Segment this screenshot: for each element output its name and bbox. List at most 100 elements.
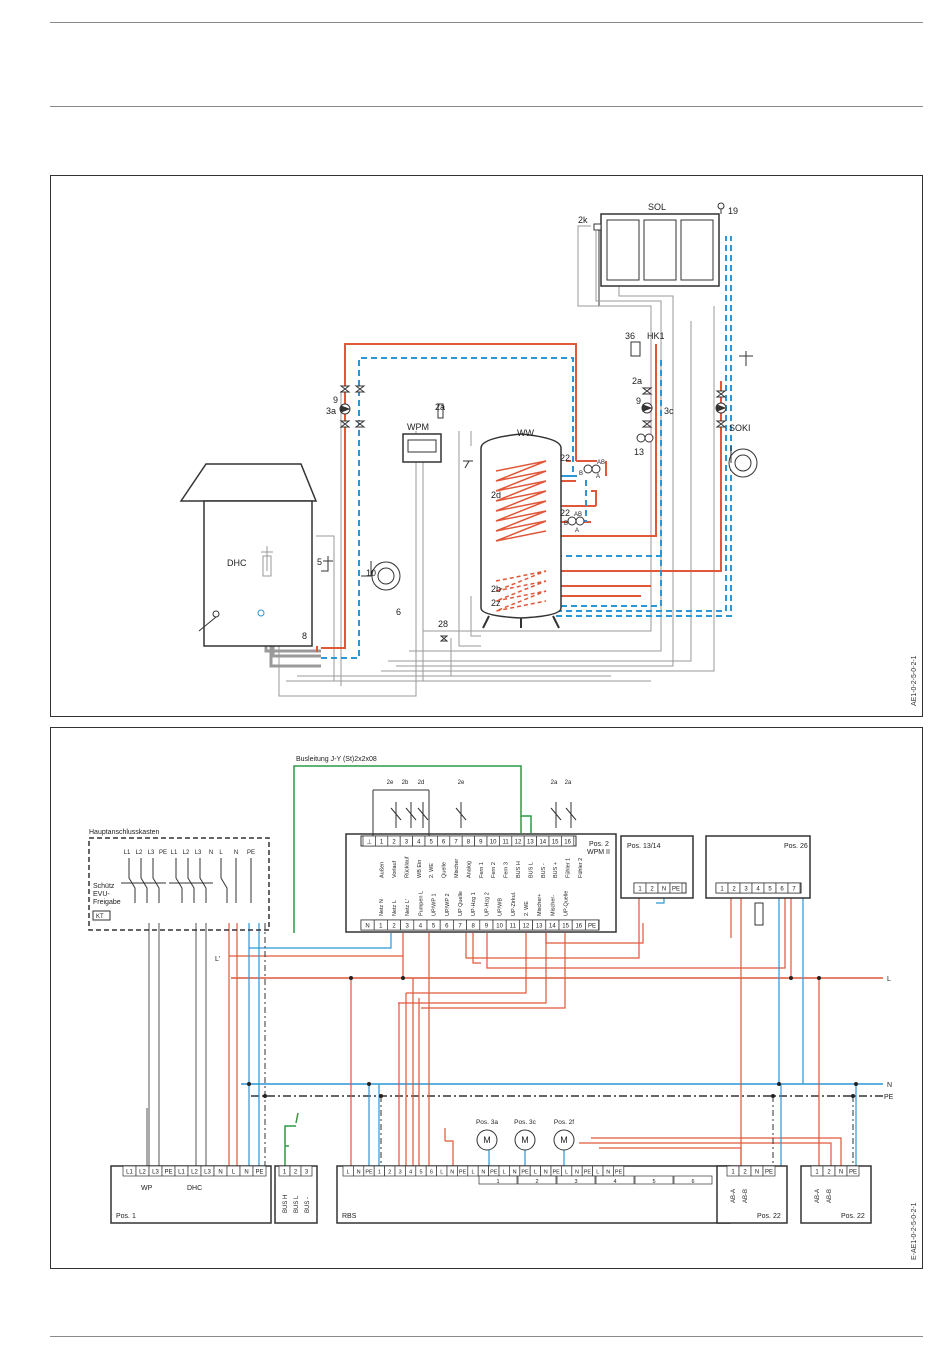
wpm-bottom-terminal[interactable]: 1 (379, 924, 383, 930)
dhc-unit[interactable] (179, 463, 318, 647)
pos-22-b-terminal[interactable]: 2 (827, 1170, 831, 1176)
rbs-terminal[interactable]: PE (553, 1170, 561, 1176)
pumps[interactable] (339, 402, 727, 415)
wpm-top-terminal[interactable]: 3 (405, 840, 409, 846)
wpm-top-terminal[interactable]: 7 (454, 840, 458, 846)
bus-cable[interactable] (284, 765, 532, 1166)
main-junction-box[interactable] (88, 837, 270, 931)
pos-22-a-terminal[interactable]: PE (765, 1170, 773, 1176)
pos-1-terminal[interactable]: N (218, 1170, 222, 1176)
wpm-top-terminal[interactable]: 2 (392, 840, 396, 846)
pos-13-14-terminal[interactable]: N (662, 887, 666, 893)
mixing-valves[interactable] (567, 433, 654, 526)
return-pipes[interactable] (321, 236, 732, 659)
pos-22-a-terminal[interactable]: 2 (743, 1170, 747, 1176)
rbs-terminal[interactable]: L (440, 1170, 443, 1176)
wpm-top-terminal[interactable]: 15 (552, 840, 559, 846)
pos-26-terminal[interactable]: 2 (732, 887, 736, 893)
rbs-terminal[interactable]: N (513, 1170, 517, 1176)
rbs-terminal[interactable]: N (450, 1170, 454, 1176)
wpm-top-terminal[interactable]: 6 (442, 840, 446, 846)
bus-terminal[interactable]: 3 (305, 1170, 309, 1176)
wpm-top-terminal[interactable]: ⊥ (367, 839, 372, 846)
pos-13-14-terminal[interactable]: PE (672, 887, 680, 893)
wpm-top-terminal[interactable]: 11 (502, 840, 509, 846)
pos-1-terminal[interactable]: L (232, 1170, 236, 1176)
supply-pipes[interactable] (321, 343, 722, 649)
rbs-terminal[interactable]: N (357, 1170, 361, 1176)
wpm-bottom-terminal[interactable]: PE (588, 924, 596, 930)
rbs-terminal[interactable]: 2 (388, 1170, 391, 1176)
wpm-top-terminal[interactable]: 10 (490, 840, 497, 846)
valves[interactable] (339, 385, 727, 428)
wpm-bottom-terminal[interactable]: 8 (472, 924, 476, 930)
pos-1-terminal[interactable]: N (244, 1170, 248, 1176)
wpm-top-terminal[interactable]: 4 (417, 840, 421, 846)
pos-22-a-terminal[interactable]: 1 (731, 1170, 735, 1176)
pos-1-terminal[interactable]: PE (164, 1170, 172, 1176)
pos-26-terminal[interactable]: 1 (720, 887, 724, 893)
rbs-terminal[interactable]: N (606, 1170, 610, 1176)
pos-1-terminal[interactable]: L3 (204, 1170, 211, 1176)
rbs-terminal[interactable]: PE (490, 1170, 498, 1176)
wpm-top-terminal[interactable]: 13 (527, 840, 534, 846)
wpm-top-terminal[interactable]: 8 (467, 840, 471, 846)
wpm-top-terminal[interactable]: 1 (380, 840, 384, 846)
pos-26-terminal[interactable]: 3 (744, 887, 748, 893)
pos-1-terminal[interactable]: L3 (152, 1170, 159, 1176)
pos-22-b-terminal[interactable]: N (839, 1170, 843, 1176)
pos-1-terminal[interactable]: L2 (191, 1170, 198, 1176)
bus-terminal[interactable]: 2 (294, 1170, 298, 1176)
wpm-bottom-terminal[interactable]: 7 (458, 924, 462, 930)
pos-26-terminal[interactable]: 5 (768, 887, 772, 893)
pos-1-terminal[interactable]: L1 (126, 1170, 133, 1176)
pos-13-14-terminal[interactable]: 2 (650, 887, 654, 893)
wpm-bottom-terminal[interactable]: 10 (496, 924, 503, 930)
rbs-terminal[interactable]: L (596, 1170, 599, 1176)
pos-1-terminal[interactable]: L2 (139, 1170, 146, 1176)
rbs-terminal[interactable]: PE (459, 1170, 467, 1176)
rbs-terminal[interactable]: L (471, 1170, 474, 1176)
wpm-bottom-terminal[interactable]: 13 (536, 924, 543, 930)
rbs-terminal[interactable]: 1 (378, 1170, 381, 1176)
wpm-top-terminal[interactable]: 9 (479, 840, 483, 846)
wpm-top-terminal[interactable]: 14 (539, 840, 546, 846)
rbs-terminal[interactable]: PE (584, 1170, 592, 1176)
wpm-bottom-terminal[interactable]: 4 (419, 924, 423, 930)
wpm-bottom-terminal[interactable]: 12 (523, 924, 530, 930)
rbs-terminal[interactable]: L (534, 1170, 537, 1176)
wpm-bottom-terminal[interactable]: 6 (445, 924, 449, 930)
motors[interactable] (476, 1129, 575, 1151)
rbs-terminal[interactable]: 3 (399, 1170, 402, 1176)
wpm-bottom-terminal[interactable]: 14 (549, 924, 556, 930)
rbs-terminal[interactable]: 6 (430, 1170, 433, 1176)
wpm-bottom-terminal[interactable]: 16 (575, 924, 582, 930)
wpm-bottom-terminal[interactable]: 3 (406, 924, 410, 930)
rbs-terminal[interactable]: L (503, 1170, 506, 1176)
rbs-terminal[interactable]: 5 (419, 1170, 422, 1176)
rbs-terminal[interactable]: N (544, 1170, 548, 1176)
rbs-terminal[interactable]: N (575, 1170, 579, 1176)
wpm-bottom-terminal[interactable]: 5 (432, 924, 436, 930)
rbs-terminal[interactable]: PE (615, 1170, 623, 1176)
storage-tank[interactable] (480, 433, 562, 629)
pos-1-terminal[interactable]: PE (255, 1170, 263, 1176)
solar-collector[interactable] (593, 213, 720, 287)
wpm-bottom-terminal[interactable]: 15 (562, 924, 569, 930)
wpm-bottom-terminal[interactable]: 9 (485, 924, 489, 930)
pos-22-b-terminal[interactable]: 1 (815, 1170, 819, 1176)
rbs-terminal[interactable]: N (481, 1170, 485, 1176)
bus-terminal[interactable]: 1 (283, 1170, 287, 1176)
rbs-terminal[interactable]: 4 (409, 1170, 412, 1176)
pos-26-terminal[interactable]: 7 (792, 887, 796, 893)
wpm-bottom-terminal[interactable]: N (365, 924, 369, 930)
pos-1-terminal[interactable]: L1 (178, 1170, 185, 1176)
wpm-bottom-terminal[interactable]: 11 (510, 924, 517, 930)
pos-26-terminal[interactable]: 4 (756, 887, 760, 893)
wpm-top-terminal[interactable]: 5 (430, 840, 434, 846)
rbs-terminal[interactable]: L (565, 1170, 568, 1176)
expansion-vessels[interactable] (361, 202, 758, 591)
wpm-controller[interactable] (402, 403, 444, 463)
rbs-terminal[interactable]: PE (365, 1170, 373, 1176)
rbs-terminal[interactable]: L (347, 1170, 350, 1176)
